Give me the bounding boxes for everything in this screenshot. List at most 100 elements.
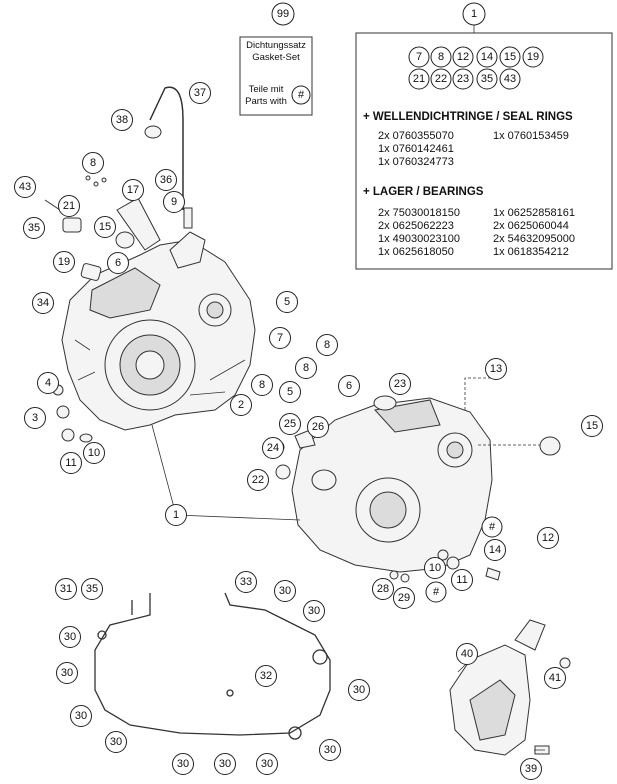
callout-c31[interactable]: 31 [55,578,77,600]
svg-text:#: # [433,586,440,598]
callout-c35a[interactable]: 35 [23,217,45,239]
gasket-kit-line3: Teile mit [249,84,284,95]
callout-c24[interactable]: 24 [262,437,284,459]
callout-c19[interactable]: 19 [53,251,75,273]
bearing-item-left: 1x 49030023100 [378,233,460,245]
svg-text:24: 24 [267,442,279,454]
kit-part-15[interactable]: 15 [499,46,521,68]
callout-c3[interactable]: 3 [24,407,46,429]
callout-c8c[interactable]: 8 [295,357,317,379]
svg-text:5: 5 [284,296,290,308]
callout-c43[interactable]: 43 [14,176,36,198]
svg-text:25: 25 [284,418,296,430]
kit-part-22[interactable]: 22 [430,68,452,90]
svg-text:8: 8 [259,379,265,391]
kit-box-callout-1[interactable]: 1 [462,2,486,26]
gasket-kit-line1: Dichtungssatz [246,40,306,51]
callout-c36[interactable]: 36 [155,169,177,191]
svg-text:8: 8 [303,362,309,374]
callout-c21[interactable]: 21 [58,195,80,217]
callout-c30i[interactable]: 30 [214,753,236,775]
callout-c26[interactable]: 26 [307,416,329,438]
callout-c30j[interactable]: 30 [256,753,278,775]
kit-part-7[interactable]: 7 [408,46,430,68]
svg-text:30: 30 [261,758,273,770]
svg-text:35: 35 [28,222,40,234]
callout-c38[interactable]: 38 [111,109,133,131]
kit-part-19[interactable]: 19 [522,46,544,68]
callout-c5a[interactable]: 5 [276,291,298,313]
callout-c30b[interactable]: 30 [303,600,325,622]
callout-c7[interactable]: 7 [269,327,291,349]
callout-c6b[interactable]: 6 [338,375,360,397]
callout-c8d[interactable]: 8 [251,374,273,396]
callout-c12[interactable]: 12 [537,527,559,549]
callout-c30c[interactable]: 30 [59,626,81,648]
callout-c30g[interactable]: 30 [105,731,127,753]
callout-h1[interactable]: # [481,516,503,538]
kit-part-12[interactable]: 12 [452,46,474,68]
kit-part-43[interactable]: 43 [499,68,521,90]
callout-c39[interactable]: 39 [520,758,542,780]
svg-text:12: 12 [457,51,469,63]
callout-c22[interactable]: 22 [247,469,269,491]
svg-text:34: 34 [37,297,49,309]
callout-c23[interactable]: 23 [389,373,411,395]
callout-c30a[interactable]: 30 [274,580,296,602]
callout-c40[interactable]: 40 [456,643,478,665]
kit-part-8[interactable]: 8 [430,46,452,68]
svg-text:40: 40 [461,648,473,660]
left-crankcase-half [61,231,256,431]
callout-c14[interactable]: 14 [484,539,506,561]
svg-text:43: 43 [19,181,31,193]
callout-c10b[interactable]: 10 [424,557,446,579]
callout-c30e[interactable]: 30 [348,679,370,701]
callout-c11a[interactable]: 11 [60,452,82,474]
callout-c30d[interactable]: 30 [56,662,78,684]
kit-part-14[interactable]: 14 [476,46,498,68]
callout-c30h[interactable]: 30 [172,753,194,775]
callout-c28[interactable]: 28 [372,578,394,600]
callout-c4[interactable]: 4 [37,372,59,394]
callout-c30k[interactable]: 30 [319,739,341,761]
callout-c29[interactable]: 29 [393,587,415,609]
svg-text:3: 3 [32,412,38,424]
callout-c13[interactable]: 13 [485,358,507,380]
callout-99[interactable]: 99 [271,2,295,26]
callout-c11b[interactable]: 11 [451,569,473,591]
callout-c9[interactable]: 9 [163,191,185,213]
callout-c1b[interactable]: 1 [165,504,187,526]
callout-c32[interactable]: 32 [255,665,277,687]
callout-h2[interactable]: # [425,581,447,603]
gasket-kit-hash-symbol[interactable]: # [291,85,311,105]
seal-ring-item-right: 1x 0760153459 [493,130,569,142]
svg-text:7: 7 [277,332,283,344]
callout-c33[interactable]: 33 [235,571,257,593]
callout-c30f[interactable]: 30 [70,705,92,727]
callout-c6a[interactable]: 6 [107,252,129,274]
svg-text:15: 15 [586,420,598,432]
callout-c8a[interactable]: 8 [82,152,104,174]
callout-c41[interactable]: 41 [544,667,566,689]
seal-ring-item-left: 1x 0760142461 [378,143,454,155]
callout-c35b[interactable]: 35 [81,578,103,600]
svg-text:99: 99 [277,8,289,20]
callout-c15b[interactable]: 15 [581,415,603,437]
svg-text:15: 15 [99,221,111,233]
callout-c17[interactable]: 17 [122,179,144,201]
callout-c15a[interactable]: 15 [94,216,116,238]
svg-text:22: 22 [435,73,447,85]
callout-c34[interactable]: 34 [32,292,54,314]
svg-text:11: 11 [456,574,467,586]
callout-c2[interactable]: 2 [230,394,252,416]
kit-part-21[interactable]: 21 [408,68,430,90]
callout-c10a[interactable]: 10 [83,442,105,464]
kit-part-23[interactable]: 23 [452,68,474,90]
callout-c25[interactable]: 25 [279,413,301,435]
svg-text:19: 19 [58,256,70,268]
callout-c5b[interactable]: 5 [279,381,301,403]
callout-c8b[interactable]: 8 [316,334,338,356]
bearing-item-left: 1x 0625618050 [378,246,454,258]
kit-part-35[interactable]: 35 [476,68,498,90]
callout-c37[interactable]: 37 [189,82,211,104]
